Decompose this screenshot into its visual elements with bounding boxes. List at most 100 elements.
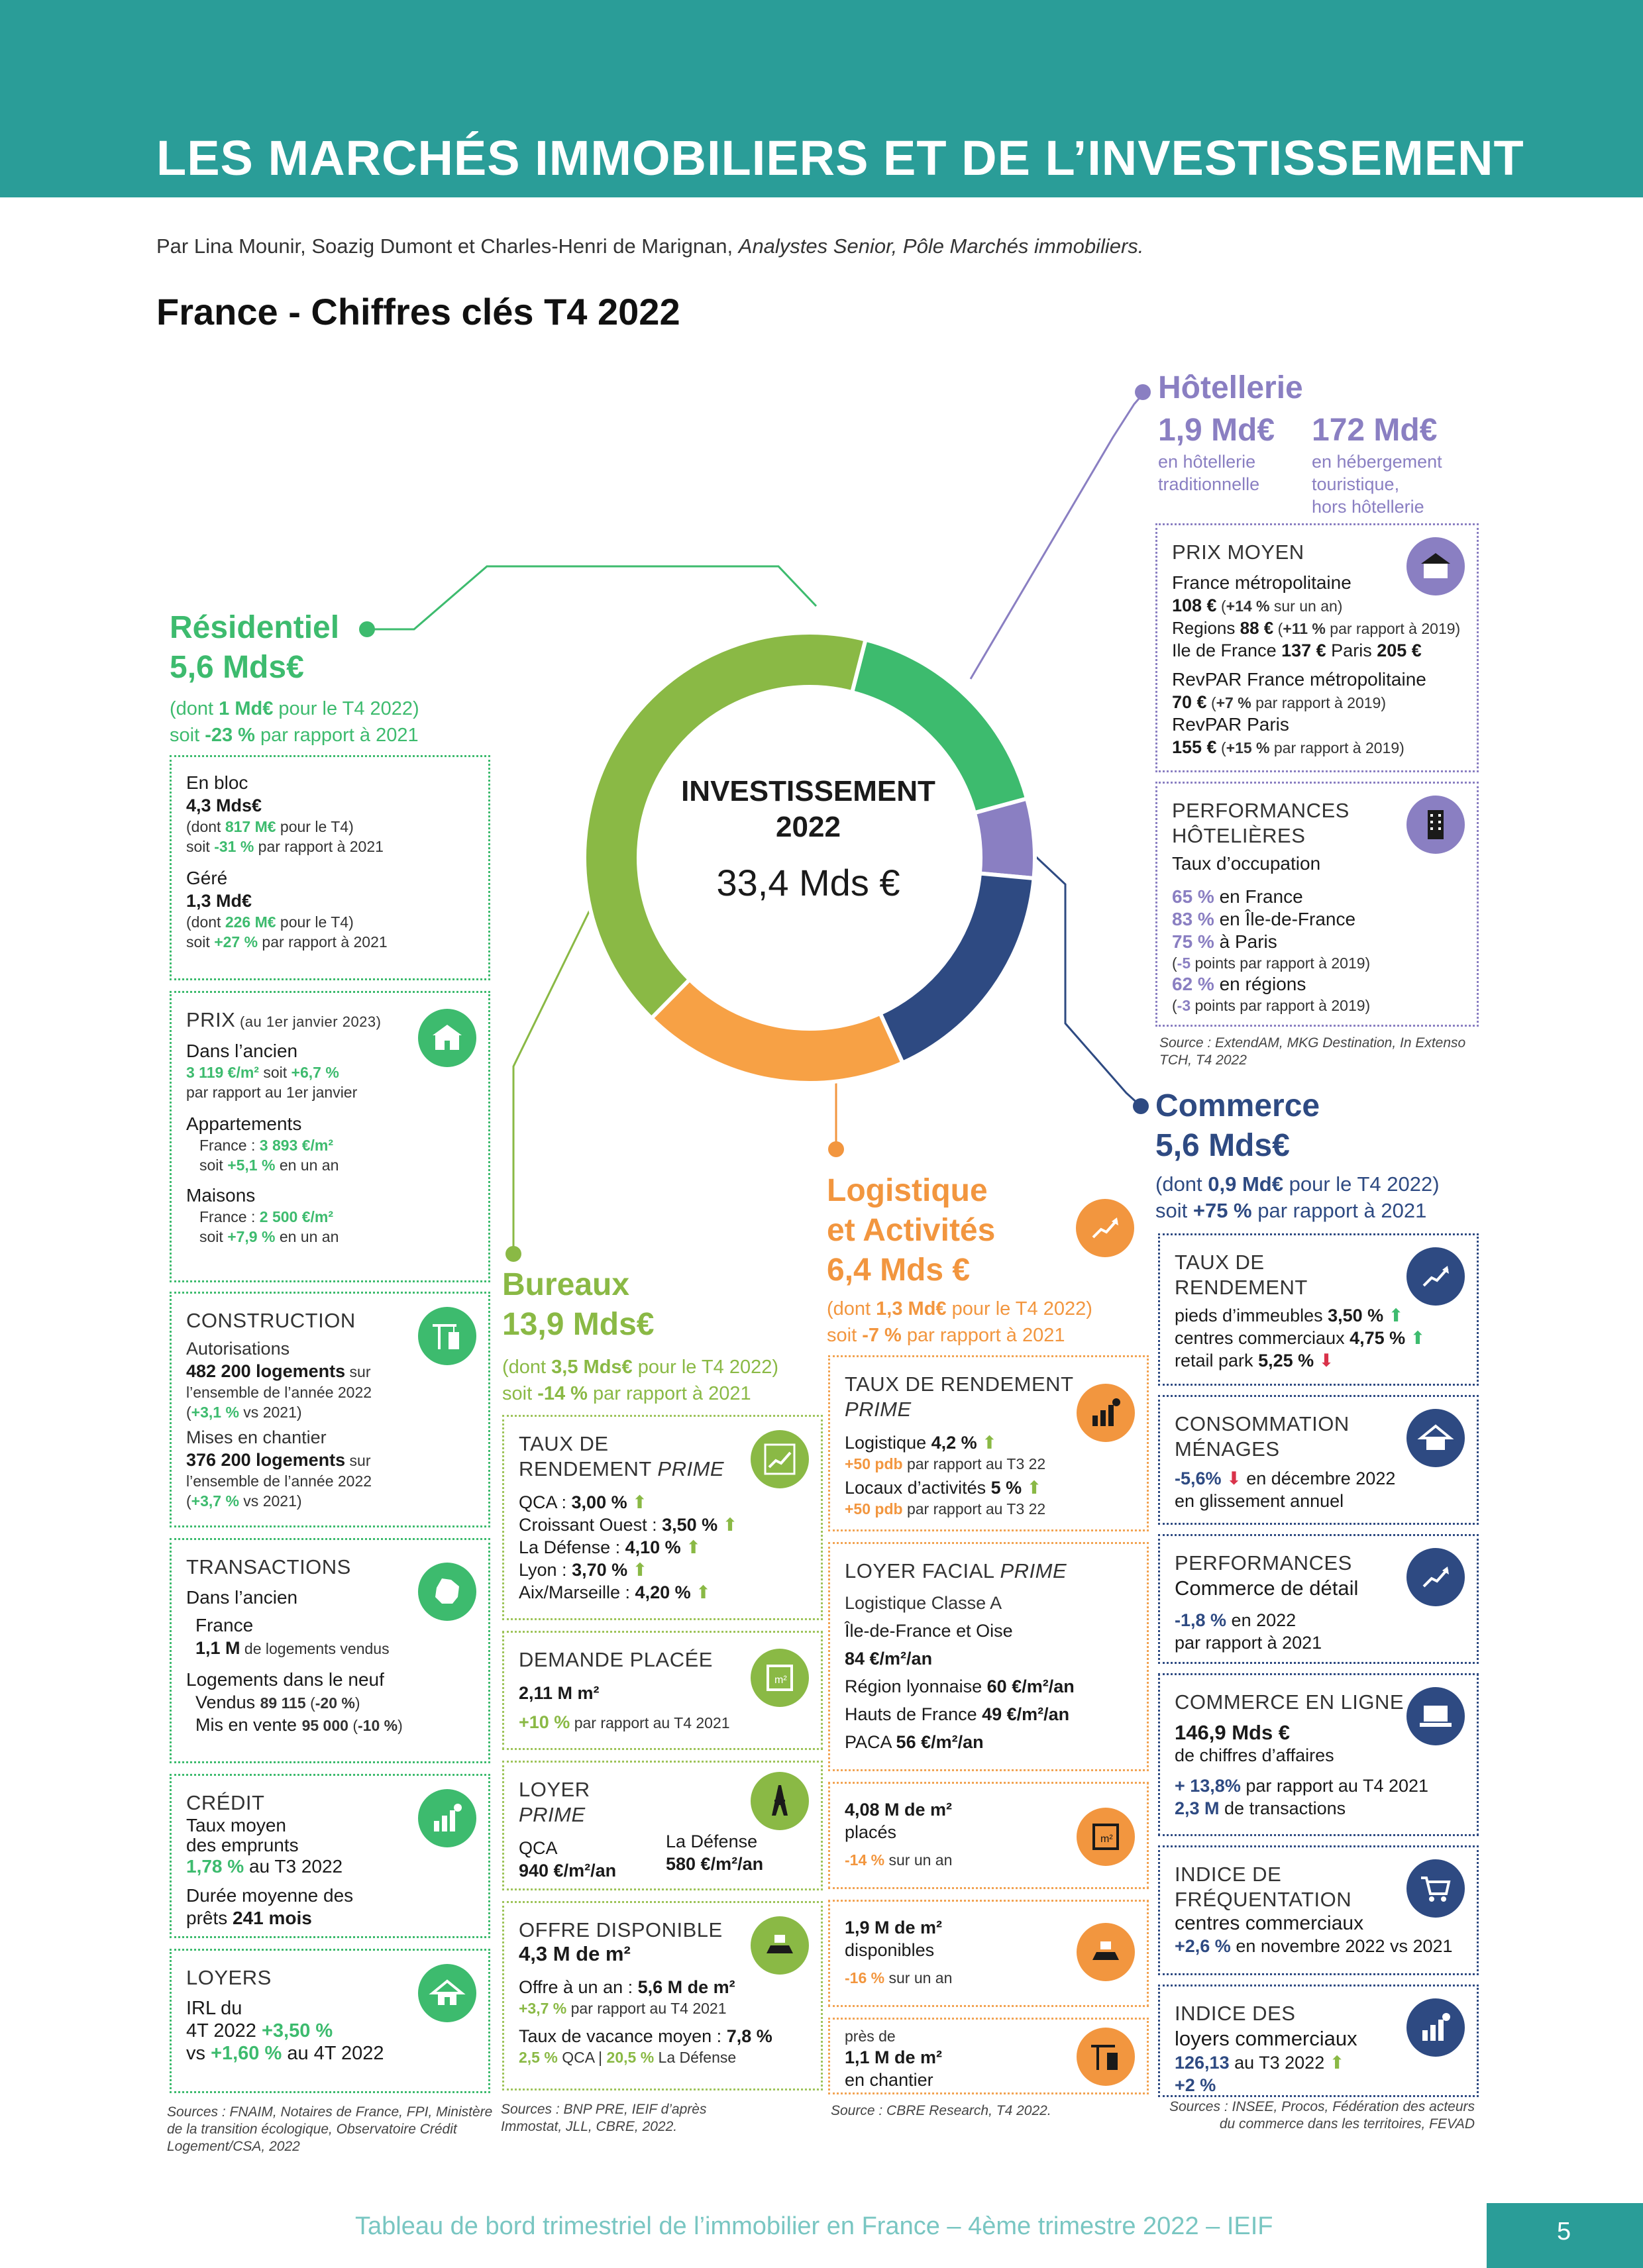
com-perf-sub: Commerce de détail <box>1175 1576 1359 1600</box>
loyers-l1: IRL du <box>186 1998 242 2019</box>
eiffel-tower-icon <box>751 1772 809 1830</box>
prix-mai-value: France : 2 500 €/m² <box>199 1208 334 1225</box>
area-m2-icon: m² <box>751 1649 809 1707</box>
commerce-sub2: soit +75 % par rapport à 2021 <box>1155 1199 1427 1222</box>
aut-var: (+3,1 % vs 2021) <box>186 1404 302 1421</box>
demande-value: 2,11 M m² <box>519 1683 600 1703</box>
com-indice-value: 126,13 au T3 2022 ⬆ <box>1175 2053 1345 2073</box>
bureaux-loyer-panel: LOYER PRIME QCA 940 €/m²/an La Défense 5… <box>502 1761 823 1890</box>
commerce-indice-panel: INDICE DES loyers commerciaux 126,13 au … <box>1158 1984 1479 2097</box>
com-indice-var: +2 % <box>1175 2075 1216 2095</box>
tr-neuf-label: Logements dans le neuf <box>186 1669 384 1690</box>
prix-mai-var: soit +7,9 % en un an <box>199 1228 339 1245</box>
loyer-title1: LOYER <box>519 1778 590 1801</box>
prix-app-value: France : 3 893 €/m² <box>199 1137 334 1154</box>
log-taux-activites: Locaux d’activités 5 % ⬆ <box>845 1478 1042 1498</box>
donut-segment-4 <box>582 631 869 1021</box>
residentiel-construction-panel: CONSTRUCTION Autorisations 482 200 logem… <box>170 1292 490 1527</box>
commerce-title: Commerce <box>1155 1088 1320 1123</box>
log-chantier-l1: près de <box>845 2028 896 2045</box>
bureaux-sub2: soit -14 % par rapport à 2021 <box>502 1383 751 1404</box>
offre-var: +3,7 % par rapport au T4 2021 <box>519 2000 727 2017</box>
hot-occ-paris: 75 % à Paris <box>1172 931 1277 952</box>
hotellerie-prix-panel: PRIX MOYEN France métropolitaine 108 € (… <box>1155 523 1479 772</box>
logistique-header: Logistique et Activités 6,4 Mds € (dont … <box>827 1171 1092 1349</box>
hotellerie-amount-2: 172 Md€ en hébergement touristique, hors… <box>1312 413 1442 517</box>
log-taux-logistique: Logistique 4,2 % ⬆ <box>845 1433 997 1453</box>
com-perf-value: -1,8 % en 2022 <box>1175 1610 1297 1630</box>
prix-app-var: soit +5,1 % en un an <box>199 1157 339 1174</box>
log-taux-title1: TAUX DE RENDEMENT <box>845 1372 1074 1396</box>
mis-value: 376 200 logements sur <box>186 1450 371 1470</box>
log-dispo-var: -16 % sur un an <box>845 1969 953 1986</box>
bureaux-qca: QCA : 3,00 % ⬆ <box>519 1492 647 1512</box>
hot-regions: Regions 88 € (+11 % par rapport à 2019) <box>1172 618 1461 638</box>
log-bar-chart-icon <box>1077 1384 1135 1442</box>
com-freq-title2: FRÉQUENTATION <box>1175 1888 1352 1911</box>
gere-amount: 1,3 Md€ <box>186 891 252 911</box>
loyer-title2: PRIME <box>519 1803 586 1826</box>
page-number: 5 <box>1557 2218 1571 2245</box>
donut-segment-3 <box>649 976 906 1085</box>
log-loyer-title: LOYER FACIAL PRIME <box>845 1559 1067 1582</box>
log-taux-activites-var: +50 pdb par rapport au T3 22 <box>845 1500 1046 1518</box>
com-enligne-value: 146,9 Mds € <box>1175 1721 1291 1744</box>
logistique-taux-panel: TAUX DE RENDEMENT PRIME Logistique 4,2 %… <box>828 1355 1149 1531</box>
footer-text: Tableau de bord trimestriel de l’immobil… <box>355 2212 1273 2240</box>
hot-fm-label: France métropolitaine <box>1172 572 1352 593</box>
com-perf-chart-icon <box>1406 1548 1465 1606</box>
com-conso-value: -5,6% ⬇ en décembre 2022 <box>1175 1469 1396 1488</box>
hotel-building-icon <box>1406 796 1465 854</box>
bureaux-croissant: Croissant Ouest : 3,50 % ⬆ <box>519 1515 738 1535</box>
transactions-title: TRANSACTIONS <box>186 1555 351 1578</box>
log-places-value: 4,08 M de m² <box>845 1800 953 1820</box>
loyer-defense-value: 580 €/m²/an <box>666 1854 764 1874</box>
vacance-detail: 2,5 % QCA | 20,5 % La Défense <box>519 2049 737 2066</box>
offre-title: OFFRE DISPONIBLE <box>519 1918 723 1941</box>
com-conso-title2: MÉNAGES <box>1175 1437 1280 1461</box>
logistique-chantier-panel: près de 1,1 M de m² en chantier <box>828 2018 1149 2094</box>
mis-scope: l’ensemble de l’année 2022 <box>186 1472 372 1490</box>
bar-chart-icon <box>418 1789 476 1847</box>
prix-ancien-value: 3 119 €/m² soit +6,7 % <box>186 1064 339 1081</box>
investment-donut-chart <box>582 631 1037 1085</box>
log-loyer-paca: PACA 56 €/m²/an <box>845 1732 984 1752</box>
laptop-cart-icon <box>1406 1687 1465 1745</box>
crane-icon <box>418 1307 476 1365</box>
com-enligne-title: COMMERCE EN LIGNE <box>1175 1690 1404 1714</box>
tr-france-value: 1,1 M de logements vendus <box>195 1638 390 1658</box>
tr-vendus: Vendus 89 115 (-20 %) <box>195 1692 360 1712</box>
loyer-defense-label: La Défense <box>666 1831 758 1851</box>
bureaux-taux-title2: RENDEMENT PRIME <box>519 1457 725 1480</box>
residentiel-sub2: soit -23 % par rapport à 2021 <box>170 725 419 746</box>
bureaux-aix: Aix/Marseille : 4,20 % ⬆ <box>519 1582 711 1602</box>
log-places-var: -14 % sur un an <box>845 1851 953 1869</box>
prix-ancien-label: Dans l’ancien <box>186 1041 298 1061</box>
tr-ancien-label: Dans l’ancien <box>186 1587 298 1608</box>
hot-occ-regions-var: (-3 points par rapport à 2019) <box>1172 997 1371 1014</box>
hotel-price-icon <box>1406 537 1465 595</box>
hot-occ-france: 65 % en France <box>1172 886 1303 907</box>
hot-occ-regions: 62 % en régions <box>1172 974 1306 994</box>
hotellerie-connector <box>969 393 1144 680</box>
residentiel-prix-panel: PRIX (au 1er janvier 2023) Dans l’ancien… <box>170 991 490 1282</box>
demande-var: +10 % par rapport au T4 2021 <box>519 1712 730 1732</box>
authors-role: Analystes Senior, Pôle Marchés immobilie… <box>738 234 1144 258</box>
com-retail: retail park 5,25 % ⬇ <box>1175 1351 1334 1370</box>
commerce-connector <box>1032 853 1142 1108</box>
gere-detail: (dont 226 M€ pour le T4) <box>186 913 354 931</box>
gere-var: soit +27 % par rapport à 2021 <box>186 933 388 951</box>
com-home-icon <box>1406 1409 1465 1467</box>
donut-center-label: INVESTISSEMENT 2022 33,4 Mds € <box>662 774 954 906</box>
residentiel-amount: 5,6 Mds€ <box>170 650 304 685</box>
com-growth-chart-icon <box>1406 1247 1465 1306</box>
hot-occ-idf: 83 % en Île-de-France <box>1172 909 1356 929</box>
bureaux-connector-dot <box>505 1246 521 1262</box>
house-price-icon <box>418 1009 476 1067</box>
hotellerie-amount-1: 1,9 Md€ en hôtellerie traditionnelle <box>1158 413 1275 494</box>
svg-text:m²: m² <box>774 1675 787 1686</box>
log-places-label: placés <box>845 1822 897 1842</box>
section-subtitle: France - Chiffres clés T4 2022 <box>156 291 680 333</box>
credit-d2: prêts 241 mois <box>186 1908 312 1928</box>
